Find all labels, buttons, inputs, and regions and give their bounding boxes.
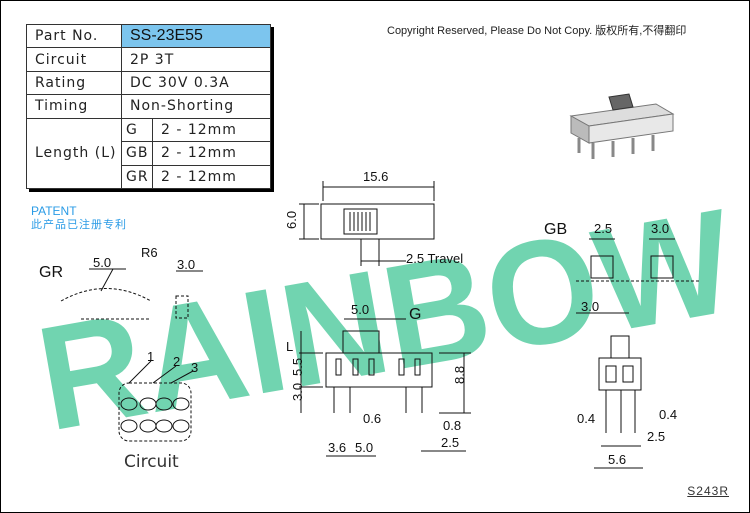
gb-dim-b: 3.0 (651, 221, 669, 236)
timing-label: Timing (26, 94, 122, 119)
side-pin-l: 0.4 (577, 411, 595, 426)
gr-view-drawing (60, 268, 203, 320)
copyright-notice: Copyright Reserved, Please Do Not Copy. … (387, 25, 687, 37)
gr-dim-a: 5.0 (93, 255, 111, 270)
circuit-label: Circuit (124, 452, 179, 472)
gb-dim-a: 2.5 (594, 221, 612, 236)
patent-subtitle: 此产品已注册专利 (31, 219, 127, 231)
top-view-drawing (299, 181, 435, 266)
circuit-pin-1: 1 (147, 349, 154, 364)
dim-width: 15.6 (363, 169, 388, 184)
dim-height: 6.0 (284, 211, 299, 229)
front-l: L (286, 339, 293, 354)
front-label: G (409, 306, 421, 323)
gr-label: GR (39, 264, 63, 281)
length-value: 2 - 12mm (152, 164, 271, 190)
length-code: GR (121, 164, 153, 190)
side-pitch: 2.5 (647, 429, 665, 444)
product-render (569, 93, 675, 159)
gr-radius: R6 (141, 245, 158, 260)
front-pitch-b: 5.0 (355, 440, 373, 455)
rating-value: DC 30V 0.3A (121, 70, 271, 96)
front-view-drawing (299, 318, 471, 457)
front-total-h: 8.8 (452, 366, 467, 384)
length-value: 2 - 12mm (152, 141, 271, 166)
front-h1: 5.5 (290, 358, 305, 376)
front-actuator: 5.0 (351, 302, 369, 317)
front-pitch-a: 3.6 (328, 440, 346, 455)
front-pin-w2: 0.8 (443, 418, 461, 433)
front-h2: 3.0 (290, 383, 305, 401)
gb-view-drawing (576, 238, 701, 282)
circuit-diagram (118, 360, 194, 442)
front-pitch-c: 2.5 (441, 435, 459, 450)
circuit-pin-2: 2 (173, 354, 180, 369)
length-label: Length (L) (26, 117, 122, 190)
watermark-text: RAINBOW (27, 178, 745, 462)
gb-label: GB (544, 221, 567, 238)
gr-dim-b: 3.0 (177, 257, 195, 272)
dim-travel: 2.5 Travel (406, 251, 463, 266)
patent-title: PATENT (31, 204, 77, 218)
patent-mark: PATENT 此产品已注册专利 (31, 204, 127, 232)
spec-table: Part No. SS-23E55 Circuit 2P 3T Rating D… (26, 23, 271, 190)
side-top: 3.0 (581, 299, 599, 314)
front-pin-w: 0.6 (363, 411, 381, 426)
side-width: 5.6 (608, 452, 626, 467)
circuit-value: 2P 3T (121, 47, 271, 72)
circuit-pin-3: 3 (191, 360, 198, 375)
side-pin-r: 0.4 (659, 407, 677, 422)
part-no-value: SS-23E55 (121, 23, 271, 49)
drawing-code: S243R (687, 484, 729, 498)
part-no-label: Part No. (26, 23, 122, 49)
side-view-drawing (576, 312, 643, 469)
